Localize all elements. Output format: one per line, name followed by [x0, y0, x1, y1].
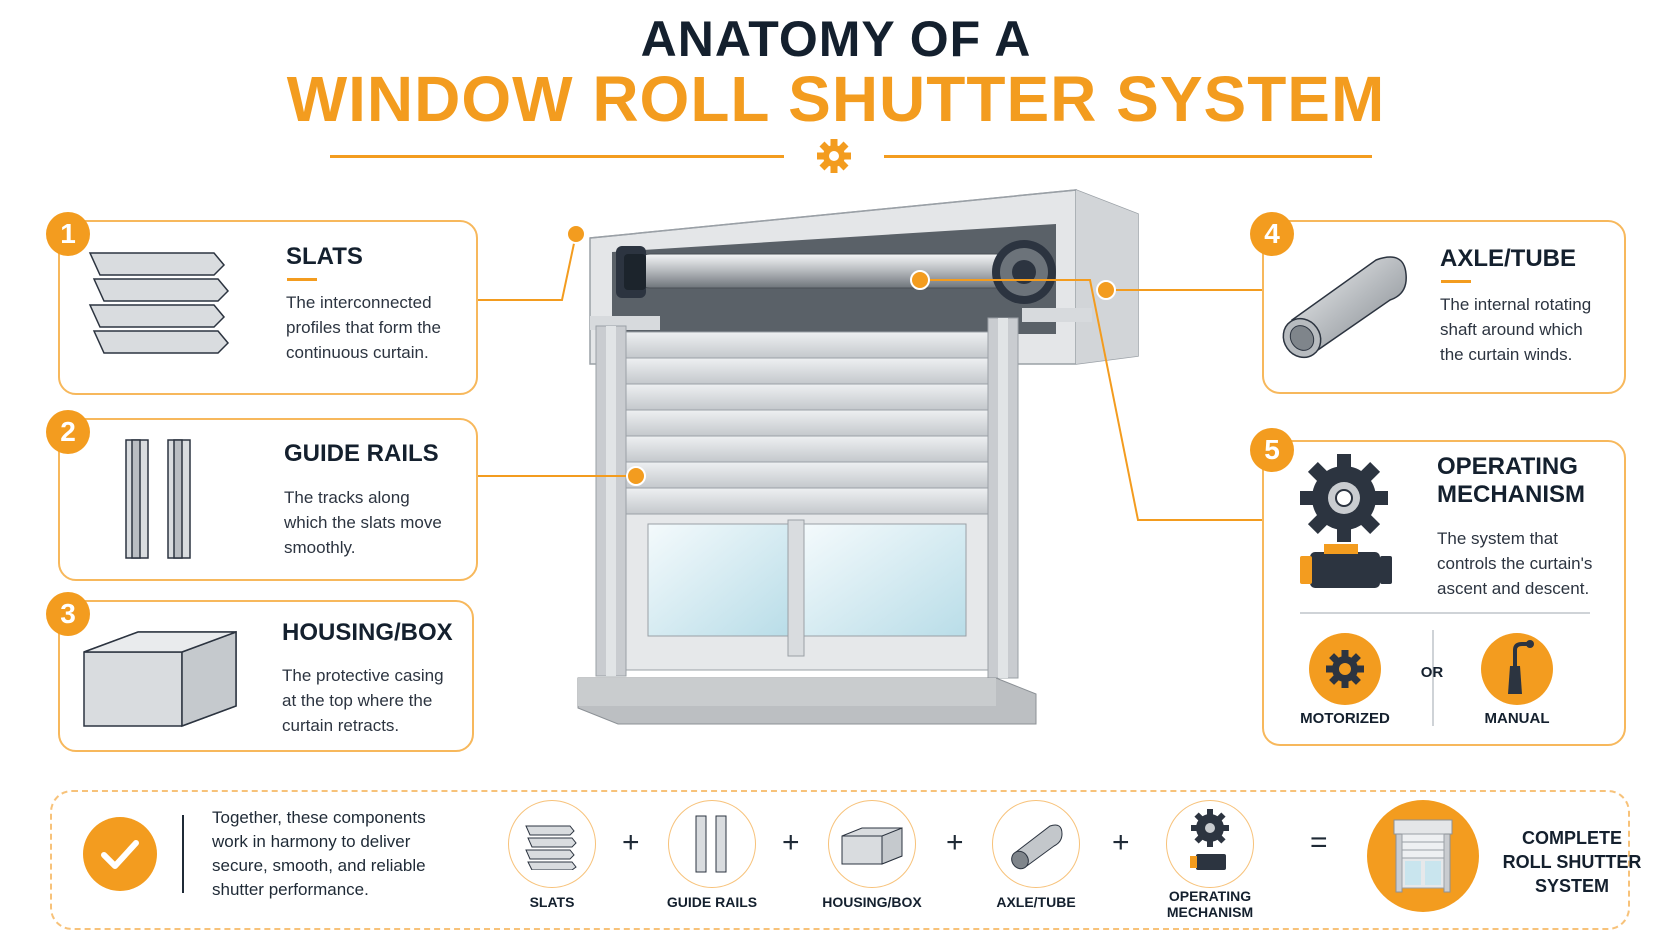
eq-label-guide-rails: GUIDE RAILS: [666, 894, 758, 910]
card-title-axle-tube: AXLE/TUBE: [1440, 245, 1577, 272]
title-rule-left: [330, 155, 784, 158]
title-rule-right: [884, 155, 1372, 158]
check-icon: [83, 817, 157, 891]
title-underline: [287, 278, 317, 281]
axle-tube-icon: [1282, 256, 1407, 359]
or-label: OR: [1420, 664, 1444, 681]
badge-4: 4: [1250, 212, 1294, 256]
summary-panel: [50, 790, 1630, 930]
eq-guide-rails-circle: [668, 800, 756, 888]
housing-box-icon: [83, 630, 237, 728]
eq-label-operating-mechanism: OPERATING MECHANISM: [1166, 888, 1254, 920]
slats-icon: [525, 825, 577, 870]
plus-sign: +: [782, 826, 800, 859]
roll-shutter-illustration: [577, 189, 1139, 725]
badge-5: 5: [1250, 428, 1294, 472]
manual-label: MANUAL: [1484, 710, 1550, 727]
divider: [1432, 630, 1434, 726]
manual-crank-icon: [1481, 633, 1553, 705]
badge-1: 1: [46, 212, 90, 256]
summary-text: Together, these components work in harmo…: [212, 808, 426, 899]
slats-icon: [88, 252, 230, 354]
motorized-label: MOTORIZED: [1300, 710, 1390, 727]
badge-3: 3: [46, 592, 90, 636]
footer-divider: [182, 815, 184, 893]
complete-shutter-icon: [1393, 819, 1453, 893]
plus-sign: +: [622, 826, 640, 859]
eq-label-axle-tube: AXLE/TUBE: [996, 894, 1076, 910]
card-desc-axle-tube: The internal rotating shaft around which…: [1440, 295, 1592, 364]
badge-2: 2: [46, 410, 90, 454]
plus-sign: +: [1112, 826, 1130, 859]
result-label: COMPLETE ROLL SHUTTER SYSTEM: [1502, 828, 1642, 896]
title-underline: [1441, 280, 1471, 283]
guide-rails-icon: [695, 815, 727, 873]
operating-mechanism-icon: [1190, 809, 1229, 870]
eq-label-slats: SLATS: [529, 894, 575, 910]
card-title-housing-box: HOUSING/BOX: [282, 619, 453, 646]
card-title-guide-rails: GUIDE RAILS: [284, 440, 439, 467]
card-title-operating-mechanism: OPERATING MECHANISM: [1437, 453, 1585, 508]
card-desc-guide-rails: The tracks along which the slats move sm…: [284, 488, 442, 557]
gear-icon: [817, 139, 851, 173]
card-desc-housing-box: The protective casing at the top where t…: [282, 666, 444, 735]
plus-sign: +: [946, 826, 964, 859]
guide-rails-icon: [125, 439, 191, 559]
motorized-icon: [1309, 633, 1381, 705]
card-desc-operating-mechanism: The system that controls the curtain's a…: [1437, 529, 1593, 598]
card-title-slats: SLATS: [286, 243, 363, 270]
divider: [1300, 612, 1590, 614]
title-line-2: WINDOW ROLL SHUTTER SYSTEM: [286, 63, 1386, 135]
housing-box-icon: [841, 827, 903, 865]
axle-tube-icon: [1011, 824, 1063, 870]
card-desc-slats: The interconnected profiles that form th…: [286, 293, 441, 362]
title-line-1: ANATOMY OF A: [640, 11, 1032, 67]
operating-mechanism-icon: [1300, 454, 1392, 588]
eq-label-housing-box: HOUSING/BOX: [822, 894, 922, 910]
equals-sign: =: [1310, 826, 1328, 859]
